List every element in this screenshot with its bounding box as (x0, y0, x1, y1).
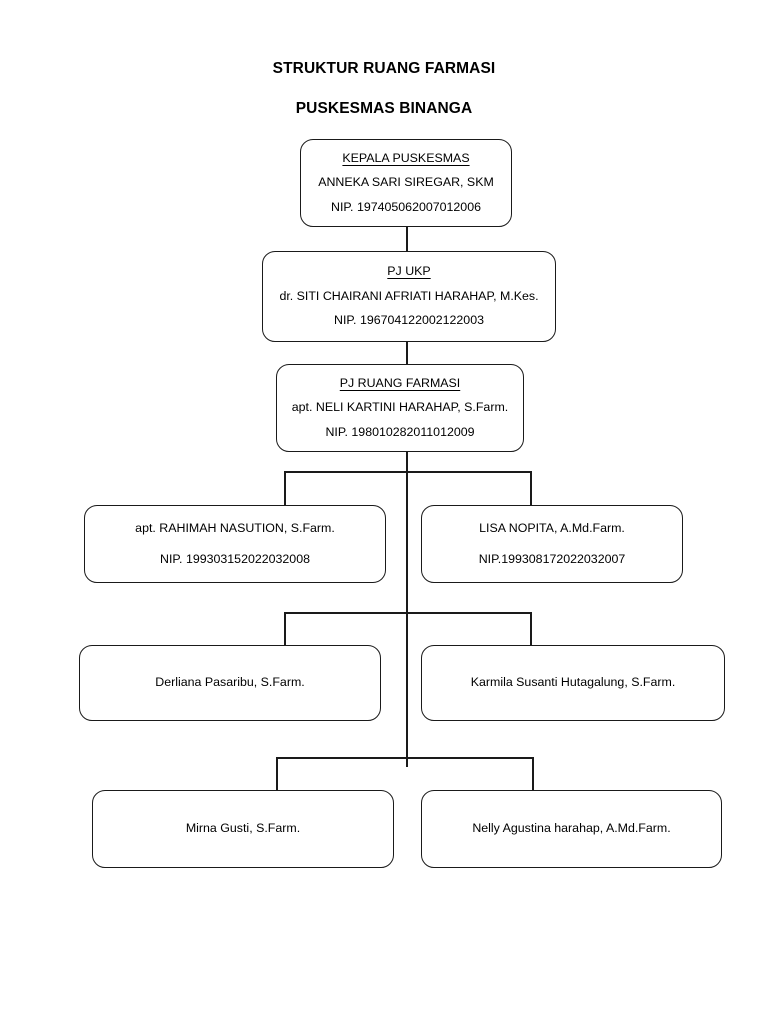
connector-kepala-to-pj-ukp (406, 227, 408, 251)
node-nip: NIP. 198010282011012009 (325, 424, 475, 439)
connector-branch-bar-level-5 (284, 612, 532, 614)
connector-branch-bar-level-4 (284, 471, 532, 473)
node-name: Karmila Susanti Hutagalung, S.Farm. (470, 675, 676, 690)
node-staff-lisa[interactable]: LISA NOPITA, A.Md.Farm. NIP.199308172022… (421, 505, 683, 583)
node-nip: NIP. 197405062007012006 (331, 199, 481, 214)
node-nip: NIP.199308172022032007 (478, 552, 626, 566)
node-role: PJ UKP (387, 264, 431, 279)
connector-drop-level-5-left (284, 612, 286, 646)
connector-drop-level-4-left (284, 471, 286, 505)
node-role: KEPALA PUSKESMAS (342, 150, 470, 165)
connector-drop-level-4-right (530, 471, 532, 505)
node-staff-nelly[interactable]: Nelly Agustina harahap, A.Md.Farm. (421, 790, 722, 868)
node-name: apt. RAHIMAH NASUTION, S.Farm. (135, 520, 335, 535)
node-name: dr. SITI CHAIRANI AFRIATI HARAHAP, M.Kes… (279, 288, 539, 303)
node-staff-derliana[interactable]: Derliana Pasaribu, S.Farm. (79, 645, 381, 721)
node-staff-mirna[interactable]: Mirna Gusti, S.Farm. (92, 790, 394, 868)
connector-pj-ukp-to-pj-farmasi (406, 342, 408, 364)
node-name: Derliana Pasaribu, S.Farm. (155, 675, 305, 690)
node-pj-ukp[interactable]: PJ UKP dr. SITI CHAIRANI AFRIATI HARAHAP… (262, 251, 556, 342)
page-title-line-1: STRUKTUR RUANG FARMASI (272, 60, 496, 77)
node-name: apt. NELI KARTINI HARAHAP, S.Farm. (291, 400, 509, 415)
page-title-line-2: PUSKESMAS BINANGA (295, 100, 473, 117)
node-role: PJ RUANG FARMASI (339, 375, 461, 390)
connector-drop-level-6-left (276, 757, 278, 791)
node-name: Mirna Gusti, S.Farm. (185, 821, 301, 836)
node-nip: NIP. 199303152022032008 (160, 552, 310, 566)
node-name: ANNEKA SARI SIREGAR, SKM (318, 175, 494, 190)
node-staff-karmila[interactable]: Karmila Susanti Hutagalung, S.Farm. (421, 645, 725, 721)
node-name: Nelly Agustina harahap, A.Md.Farm. (472, 821, 671, 836)
node-nip: NIP. 196704122002122003 (334, 313, 484, 328)
connector-drop-level-5-right (530, 612, 532, 646)
connector-central-spine (406, 452, 408, 767)
node-staff-rahimah[interactable]: apt. RAHIMAH NASUTION, S.Farm. NIP. 1993… (84, 505, 386, 583)
connector-branch-bar-level-6 (276, 757, 534, 759)
connector-drop-level-6-right (532, 757, 534, 791)
node-name: LISA NOPITA, A.Md.Farm. (479, 520, 625, 535)
node-pj-ruang-farmasi[interactable]: PJ RUANG FARMASI apt. NELI KARTINI HARAH… (276, 364, 524, 452)
node-kepala-puskesmas[interactable]: KEPALA PUSKESMAS ANNEKA SARI SIREGAR, SK… (300, 139, 512, 227)
